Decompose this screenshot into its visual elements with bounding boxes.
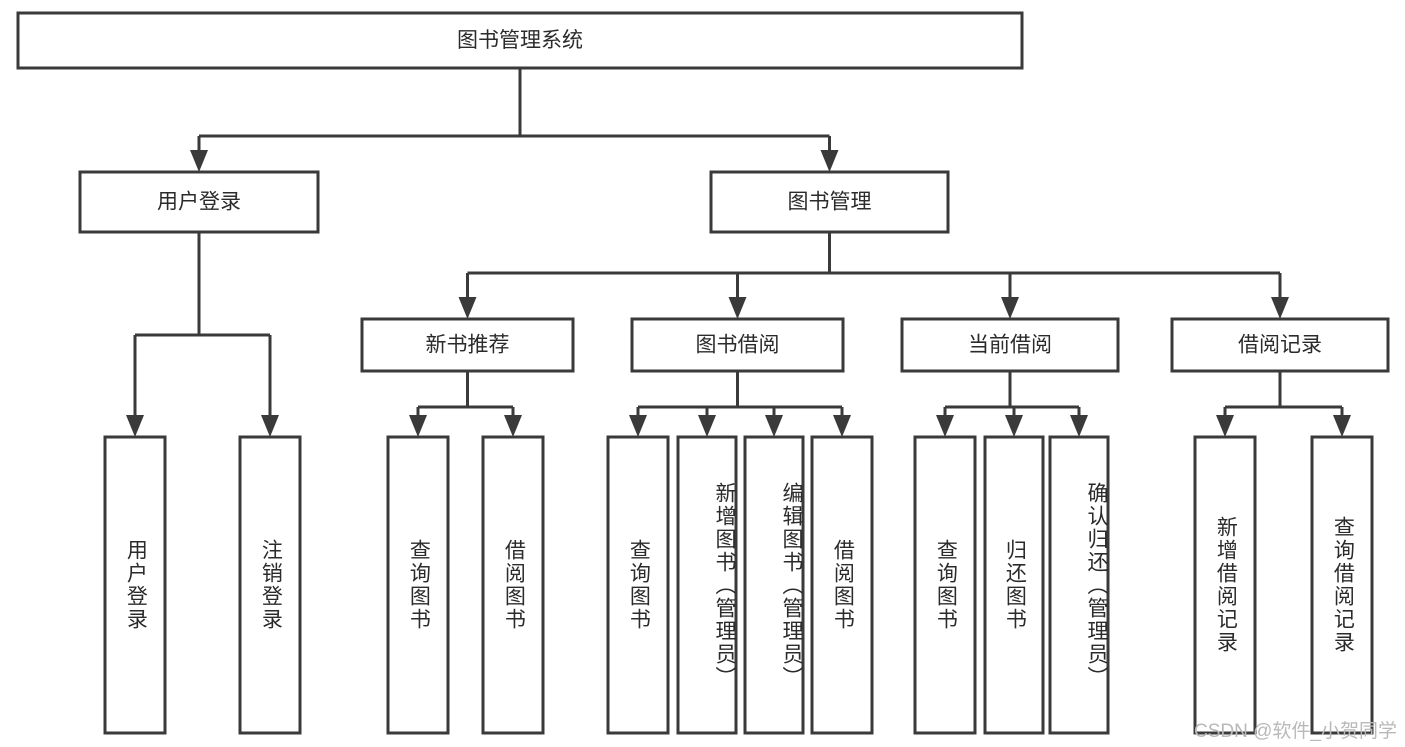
node-user-login[interactable] [78,170,320,234]
node-leaf-add-borrow-record-label: 新增借阅记录 [1214,516,1238,654]
node-leaf-edit-book-admin-label: 编辑图书（管理员） [780,481,803,689]
arrow-head-icon [1005,415,1023,437]
arrow-head-icon [458,297,477,319]
node-leaf-user-login-label: 用户登录 [124,539,148,631]
arrow-head-icon [820,150,839,172]
node-book-borrow[interactable] [630,317,845,373]
node-leaf-query-book-current-label: 查询图书 [934,539,958,631]
node-borrow-record-label: 借阅记录 [1238,334,1322,357]
arrow-head-icon [1271,297,1289,319]
node-current-borrow-label: 当前借阅 [968,334,1052,357]
node-leaf-add-book-admin[interactable] [676,435,738,735]
node-leaf-query-book-borrow-label: 查询图书 [627,539,651,631]
arrow-head-icon [1070,415,1088,437]
node-book-manage[interactable] [709,170,950,234]
node-leaf-query-book-rec-label: 查询图书 [407,539,431,631]
node-leaf-query-borrow-record[interactable] [1310,435,1374,735]
node-leaf-query-book-rec[interactable] [386,435,450,735]
arrow-head-icon [126,415,144,437]
arrow-head-icon [698,415,716,437]
node-borrow-record[interactable] [1170,317,1390,373]
arrow-head-icon [765,415,783,437]
node-box-layer [16,11,1390,735]
arrow-head-icon [936,415,954,437]
node-leaf-add-borrow-record[interactable] [1193,435,1257,735]
node-leaf-borrow-book-rec-label: 借阅图书 [502,539,526,631]
node-leaf-query-book-current[interactable] [913,435,977,735]
arrow-head-icon [1001,297,1019,319]
node-root-system[interactable] [16,11,1024,70]
node-leaf-query-borrow-record-label: 查询借阅记录 [1331,516,1355,654]
node-new-book-recommend[interactable] [360,317,575,373]
node-leaf-add-book-admin-label: 新增图书（管理员） [713,481,736,689]
node-leaf-return-book-label: 归还图书 [1003,539,1027,631]
node-leaf-confirm-return-admin-label: 确认归还（管理员） [1085,481,1108,689]
arrow-head-icon [1216,415,1234,437]
node-leaf-confirm-return-admin[interactable] [1048,435,1110,735]
node-leaf-borrow-book-label: 借阅图书 [831,539,855,631]
connector-layer [126,68,1351,437]
node-leaf-logout-login[interactable] [238,435,302,735]
node-new-book-recommend-label: 新书推荐 [426,334,510,357]
csdn-watermark: CSDN @软件_小贺同学 [1194,721,1397,742]
arrow-head-icon [261,415,279,437]
arrow-head-icon [190,150,208,172]
node-leaf-user-login[interactable] [103,435,167,735]
arrow-head-icon [504,415,522,437]
node-book-borrow-label: 图书借阅 [696,334,780,357]
arrow-head-icon [833,415,851,437]
node-leaf-query-book-borrow[interactable] [606,435,670,735]
node-leaf-return-book[interactable] [983,435,1045,735]
node-user-login-label: 用户登录 [157,191,241,214]
node-root-system-label: 图书管理系统 [457,29,583,52]
arrow-head-icon [1333,415,1351,437]
arrow-head-icon [409,415,427,437]
node-leaf-edit-book-admin[interactable] [743,435,805,735]
arrow-head-icon [629,415,647,437]
node-leaf-borrow-book[interactable] [810,435,874,735]
node-leaf-logout-login-label: 注销登录 [259,539,283,631]
arrow-head-icon [728,297,747,319]
node-leaf-borrow-book-rec[interactable] [481,435,545,735]
node-current-borrow[interactable] [900,317,1120,373]
node-book-manage-label: 图书管理 [788,191,872,214]
